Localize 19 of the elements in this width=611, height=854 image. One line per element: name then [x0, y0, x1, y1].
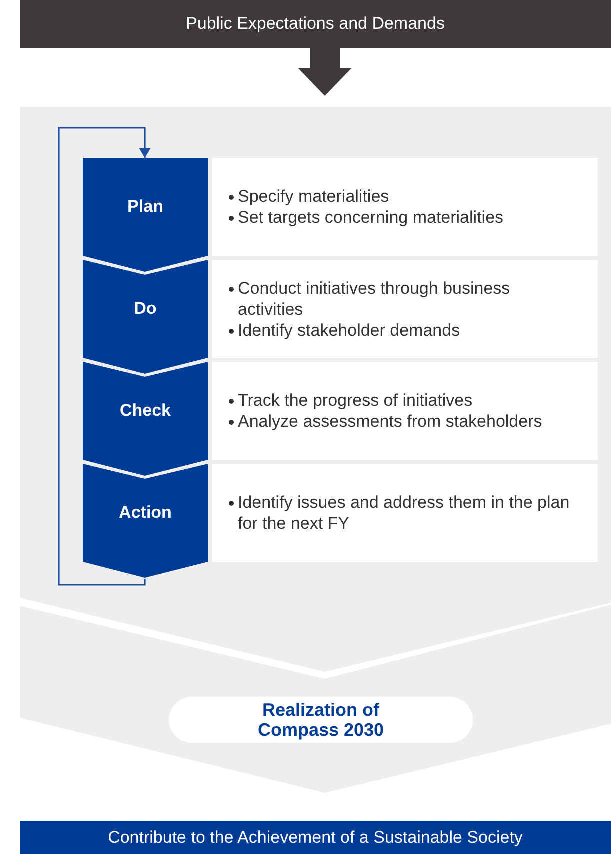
stage-label: Action — [119, 503, 172, 523]
description-list: Identify issues and address them in the plan for the next FY — [212, 492, 598, 534]
stage-label: Do — [134, 299, 157, 319]
description-card — [212, 362, 598, 460]
description-list: Conduct initiatives through business activities Identify stakeholder demands — [212, 278, 598, 340]
header-bar — [20, 0, 611, 48]
footer-bar — [20, 821, 611, 854]
stage-label: Plan — [128, 197, 164, 217]
loop-arrow — [58, 127, 151, 586]
description-card — [212, 158, 598, 256]
description-card — [212, 464, 598, 562]
stage-label: Check — [120, 401, 172, 421]
down-arrow — [298, 48, 352, 96]
description-list: Specify materialities Set targets concerning materialities — [212, 186, 524, 228]
description-card — [212, 260, 598, 358]
footer-text: Contribute to the Achievement of a Sustainable Society — [108, 828, 523, 848]
header-text: Public Expectations and Demands — [186, 14, 445, 34]
description-list: Track the progress of initiatives Analyze assessments from stakeholders — [212, 390, 562, 432]
goal-text: Realization of Compass 2030 — [256, 700, 386, 740]
